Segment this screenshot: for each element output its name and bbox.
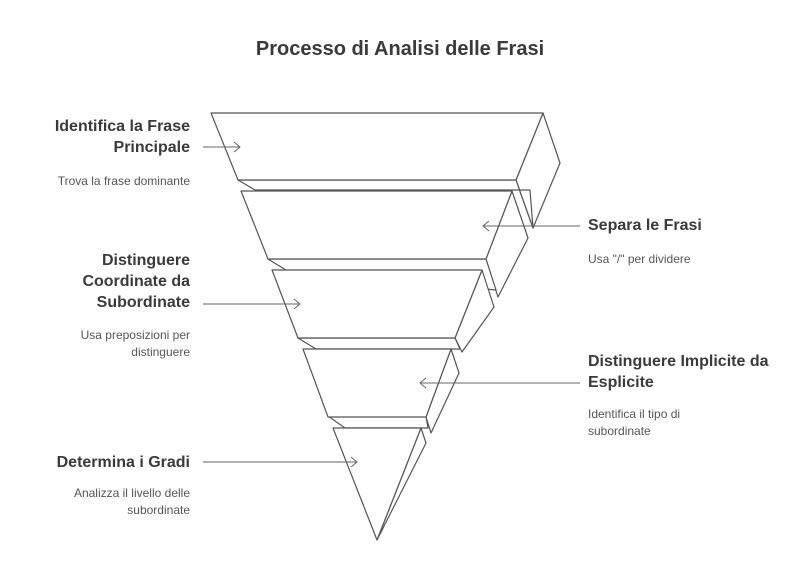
step-5-description: Analizza il livello delle subordinate [73,486,190,517]
funnel-layer-3 [271,269,495,353]
arrow-step-3 [203,298,301,310]
step-1-heading: Identifica la Frase Principale [54,118,190,156]
arrow-step-4 [419,377,580,389]
funnel-layer-5 [332,427,427,541]
step-2-heading: Separa le Frasi [588,217,702,234]
arrow-step-1 [203,141,241,153]
step-5-heading: Determina i Gradi [56,454,190,471]
step-4-heading: Distinguere Implicite da Esplicite [588,353,769,391]
step-4-description: Identifica il tipo di subordinate [588,407,681,438]
funnel-layer-4 [302,348,460,434]
step-3-description: Usa preposizioni per distinguere [80,328,190,359]
step-2-description: Usa "/" per dividere [588,252,691,266]
arrow-step-5 [203,456,358,468]
arrow-step-2 [482,220,580,232]
step-1-description: Trova la frase dominante [57,174,190,188]
diagram-title: Processo di Analisi delle Frasi [255,38,545,60]
funnel-layer-2 [240,190,529,298]
funnel-layer-1 [210,112,561,229]
step-3-heading: Distinguere Coordinate da Subordinate [82,252,190,311]
